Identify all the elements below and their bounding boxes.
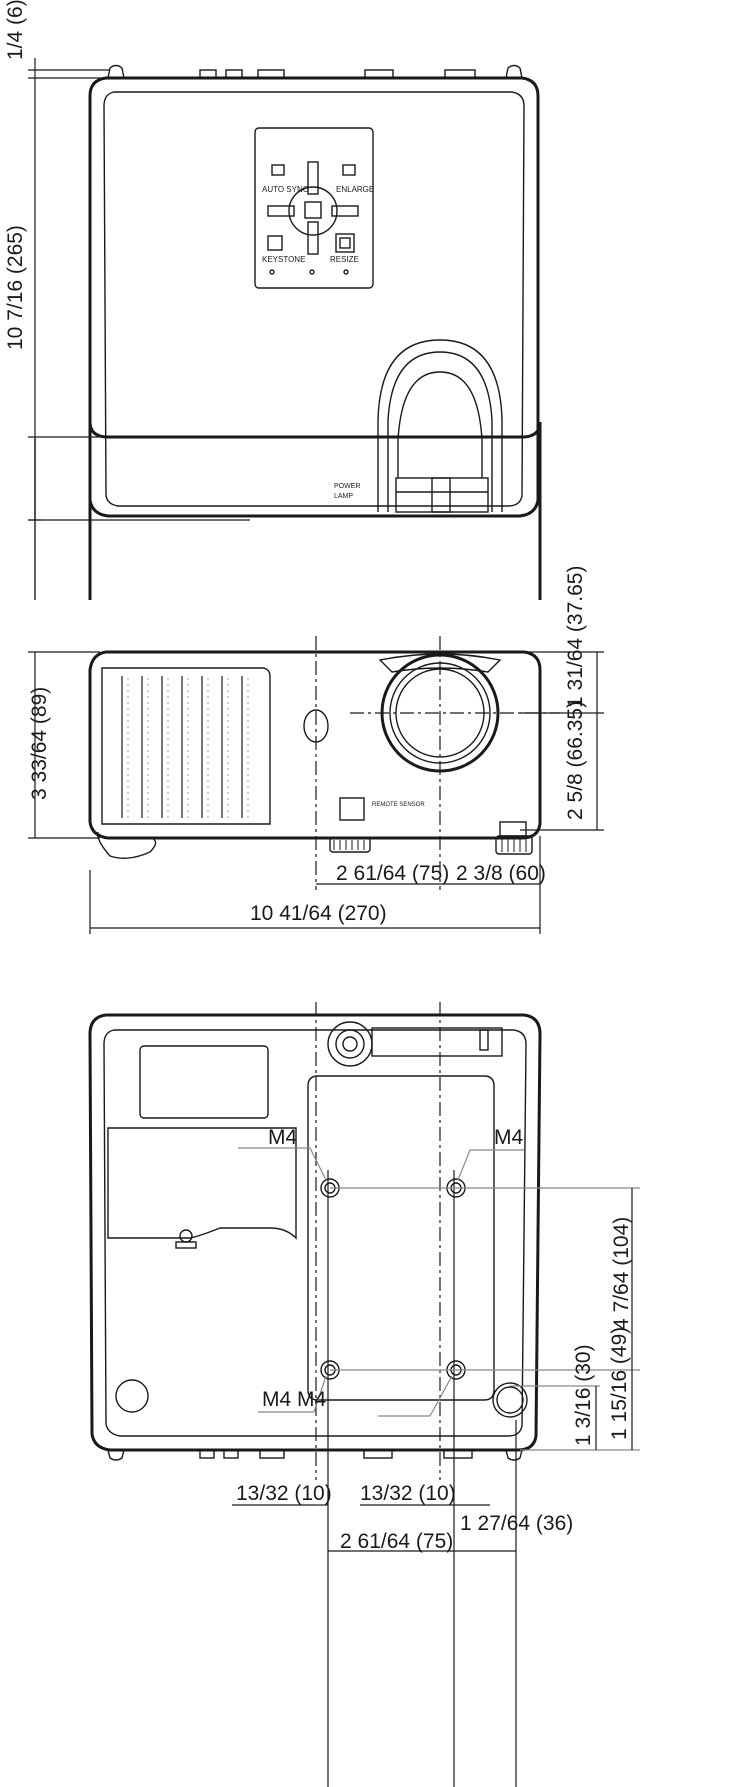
screw-horizontal-dim-label: 2 61/64 (75) [340,1530,453,1553]
front-dim-lens-lower-label: 2 5/8 (66.35) [564,701,587,820]
front-dim-height-label-final: 3 33/64 (89) [28,687,51,800]
front-dim-lens-center-label: 2 61/64 (75) [336,862,449,885]
svg-text:ENLARGE: ENLARGE [336,185,374,194]
svg-text:LAMP: LAMP [334,493,353,500]
top-dim-small-label: 1/4 (6) [4,0,27,60]
front-dim-width-label: 10 41/64 (270) [250,902,387,925]
top-view: 1/4 (6) 10 7/16 (265) AUTO SYNC ENLARGE … [4,0,540,521]
screw-label-top-left: M4 [268,1126,297,1149]
svg-text:KEYSTONE: KEYSTONE [262,255,305,264]
screw-label-top-right: M4 [494,1126,523,1149]
foot-left-dim-label: 1 3/16 (30) [572,1344,595,1446]
front-dim-lens-upper-label: 1 31/64 (37.65) [564,566,587,708]
screw-vertical-dim-label: 4 7/64 (104) [610,1217,633,1330]
svg-text:AUTO SYNC: AUTO SYNC [262,185,309,194]
svg-text:POWER: POWER [334,483,360,490]
svg-text:REMOTE SENSOR: REMOTE SENSOR [372,802,425,808]
offset-right-dim-label: 13/32 (10) [360,1482,456,1505]
svg-text:RESIZE: RESIZE [330,255,359,264]
foot-right-dim-label: 1 15/16 (49) [608,1327,631,1440]
top-dim-height-label: 10 7/16 (265) [4,225,27,350]
offset-left-dim-label: 13/32 (10) [236,1482,332,1505]
front-dim-lens-side-label: 2 3/8 (60) [456,862,546,885]
screw-label-bottom: M4 M4 [262,1388,327,1411]
edge-right-dim-label: 1 27/64 (36) [460,1512,573,1535]
